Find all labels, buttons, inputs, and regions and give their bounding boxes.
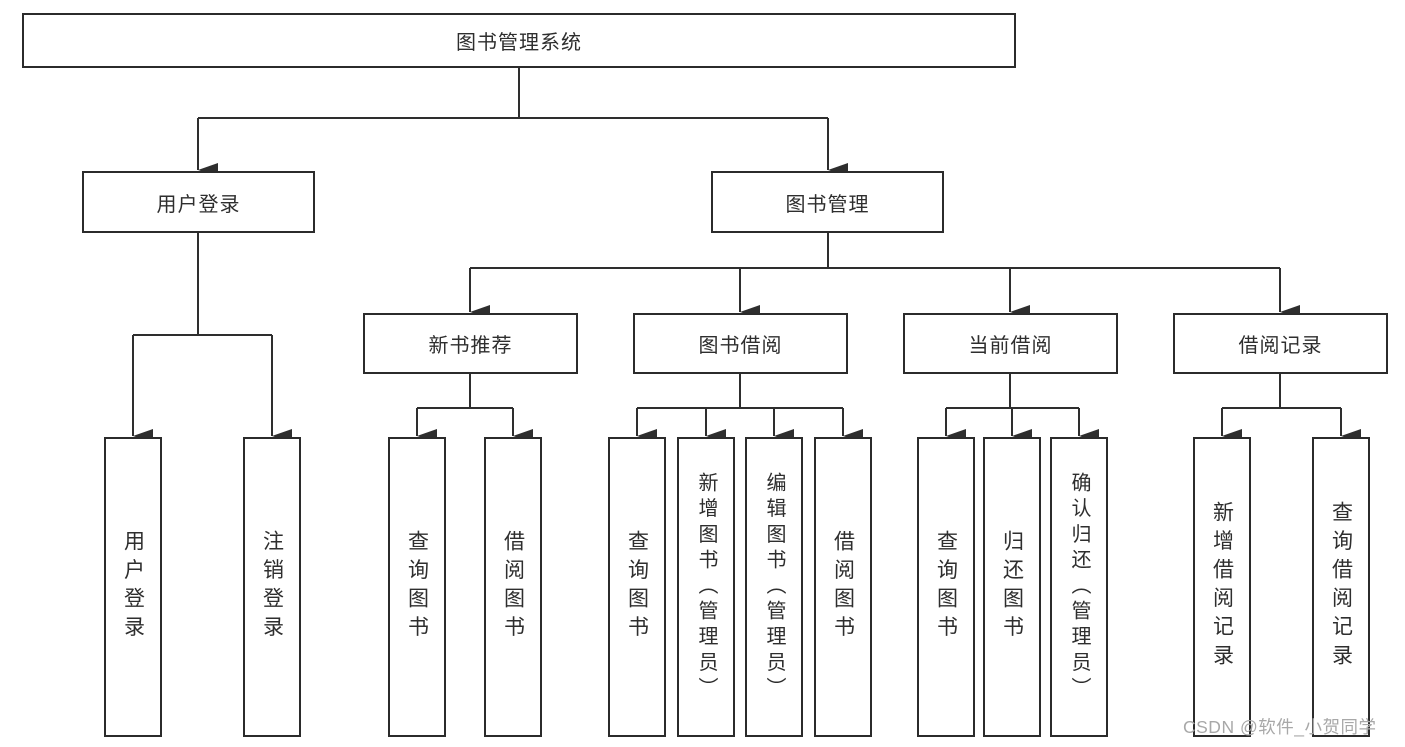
leaf-bb-borrow-books: 借阅图书 [814,437,872,737]
node-label: 借阅记录 [1238,335,1323,357]
node-current-borrow: 当前借阅 [903,313,1118,374]
leaf-nb-query-books: 查询图书 [388,437,446,737]
leaf-label: 借阅图书 [501,529,525,645]
node-user-login-branch: 用户登录 [82,171,315,233]
leaf-label: 查询图书 [625,529,649,645]
leaf-br-add-record: 新增借阅记录 [1193,437,1251,737]
node-book-borrow: 图书借阅 [633,313,848,374]
csdn-watermark: CSDN @软件_小贺同学 [1183,717,1377,737]
leaf-cb-return-books: 归还图书 [983,437,1041,737]
leaf-label: 借阅图书 [831,529,855,645]
leaf-cb-query-books: 查询图书 [917,437,975,737]
node-label: 用户登录 [156,193,241,216]
node-label: 当前借阅 [968,335,1053,357]
leaf-bb-query-books: 查询图书 [608,437,666,737]
node-book-mgmt: 图书管理 [711,171,944,233]
leaf-user-login: 用户登录 [104,437,162,737]
node-label: 图书借阅 [698,335,783,357]
leaf-label: 查询图书 [934,529,958,645]
leaf-label: 用户登录 [121,529,145,645]
leaf-br-query-record: 查询借阅记录 [1312,437,1370,737]
leaf-label: 确认归还（管理员） [1068,471,1090,703]
node-new-books: 新书推荐 [363,313,578,374]
leaf-logout: 注销登录 [243,437,301,737]
node-root-label: 图书管理系统 [456,32,582,54]
leaf-cb-confirm-return-admin: 确认归还（管理员） [1050,437,1108,737]
node-label: 图书管理 [785,193,870,216]
leaf-nb-borrow-books: 借阅图书 [484,437,542,737]
node-root: 图书管理系统 [22,13,1016,68]
leaf-label: 归还图书 [1000,529,1024,645]
leaf-bb-edit-books-admin: 编辑图书（管理员） [745,437,803,737]
node-borrow-records: 借阅记录 [1173,313,1388,374]
leaf-label: 查询图书 [405,529,429,645]
leaf-label: 注销登录 [260,529,284,645]
leaf-label: 新增图书（管理员） [695,471,717,703]
leaf-label: 新增借阅记录 [1210,501,1234,673]
leaf-label: 查询借阅记录 [1329,501,1353,673]
leaf-label: 编辑图书（管理员） [763,471,785,703]
node-label: 新书推荐 [428,335,513,357]
leaf-bb-add-books-admin: 新增图书（管理员） [677,437,735,737]
